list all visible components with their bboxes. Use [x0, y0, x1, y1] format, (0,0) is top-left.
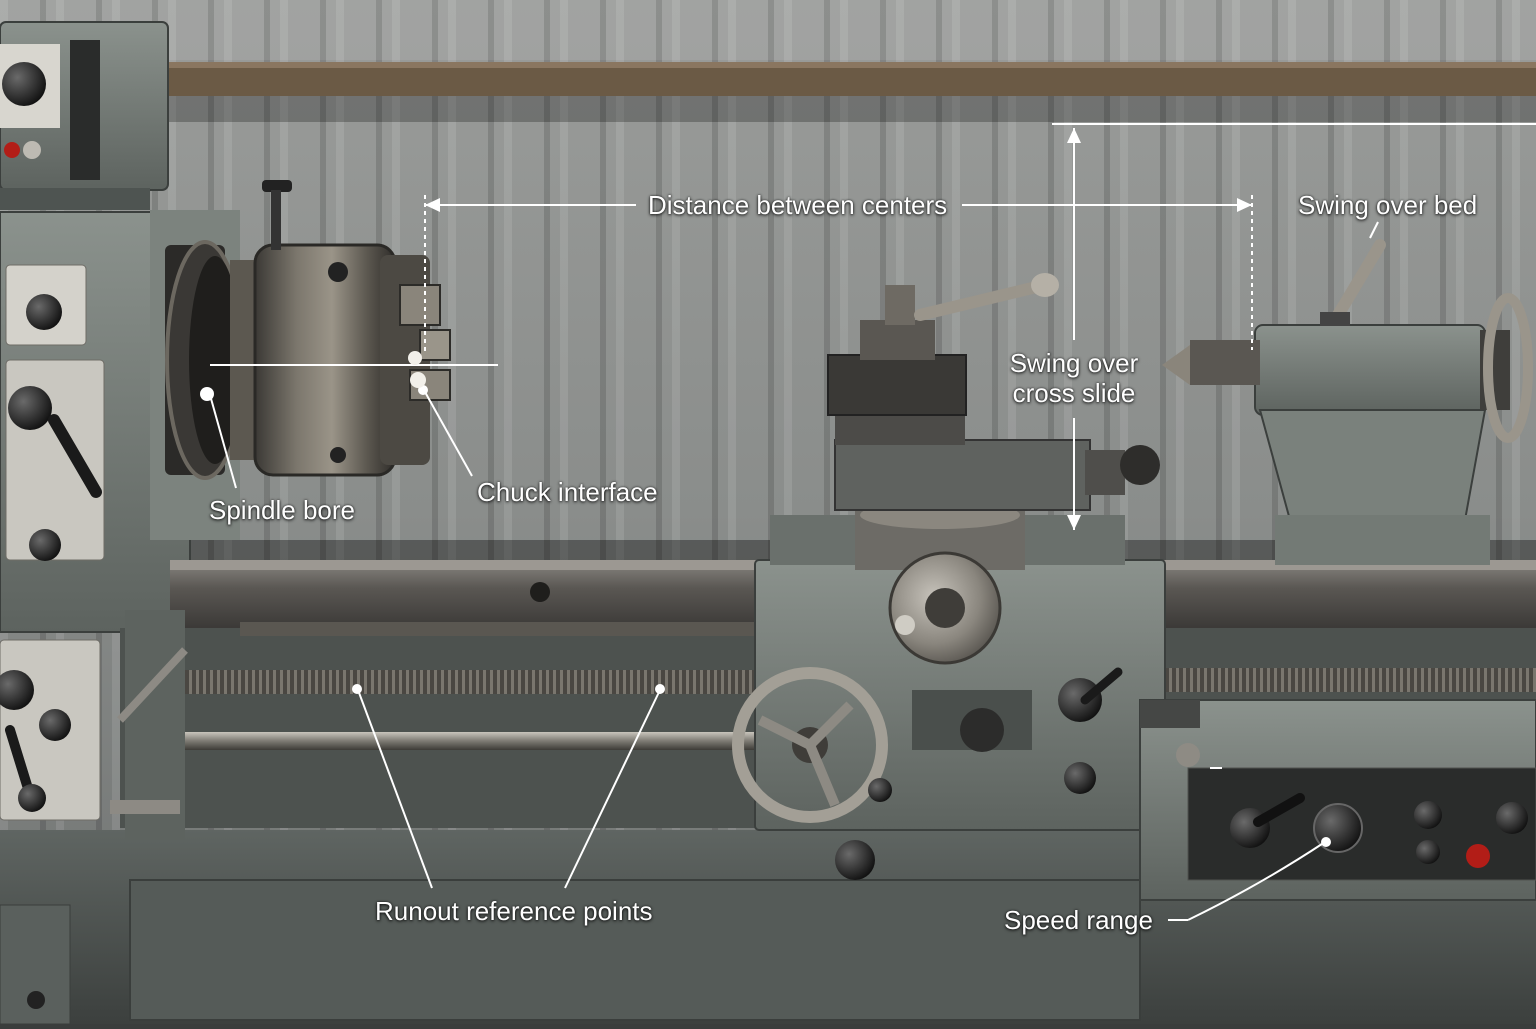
speed-range-dot	[1321, 837, 1331, 847]
spindle-bore-leader	[209, 394, 237, 489]
centers-arrow-left	[425, 198, 440, 212]
cross-slide-arrow-down	[1067, 515, 1081, 530]
control-box	[0, 21, 169, 210]
swing-over-cross-slide-line1: Swing over	[1009, 348, 1139, 378]
annotation-lines	[209, 123, 1536, 921]
chuck-highlight-lower	[410, 372, 426, 388]
centers-arrow-right	[1237, 198, 1252, 212]
cross-slide-arrow-up	[1067, 128, 1081, 143]
swing-over-cross-slide-label: Swing over cross slide	[1004, 348, 1144, 408]
runout-leader-right	[564, 689, 661, 889]
reference-dots	[200, 351, 1331, 847]
chuck-interface-leader	[424, 391, 473, 477]
swing-over-bed-leader	[1369, 221, 1379, 239]
runout-reference-points-label: Runout reference points	[375, 896, 653, 926]
spindle-bore-dot	[200, 387, 214, 401]
spindle-bore-label: Spindle bore	[209, 495, 355, 525]
chuck-highlight-upper	[408, 351, 422, 365]
runout-leader-left	[357, 689, 433, 889]
spindle-and-chuck	[165, 180, 451, 480]
gearbox-panel	[1139, 699, 1536, 901]
swing-over-bed-label: Swing over bed	[1298, 190, 1478, 220]
speed-range-label: Speed range	[1004, 905, 1153, 935]
tailstock	[1162, 239, 1533, 565]
distance-between-centers-label: Distance between centers	[648, 190, 948, 220]
speed-range-leader	[1187, 841, 1326, 921]
runout-dot-right	[655, 684, 665, 694]
carriage	[732, 273, 1166, 880]
chuck-interface-label: Chuck interface	[477, 477, 658, 507]
swing-over-cross-slide-line2: cross slide	[1012, 378, 1136, 408]
runout-dot-left	[352, 684, 362, 694]
